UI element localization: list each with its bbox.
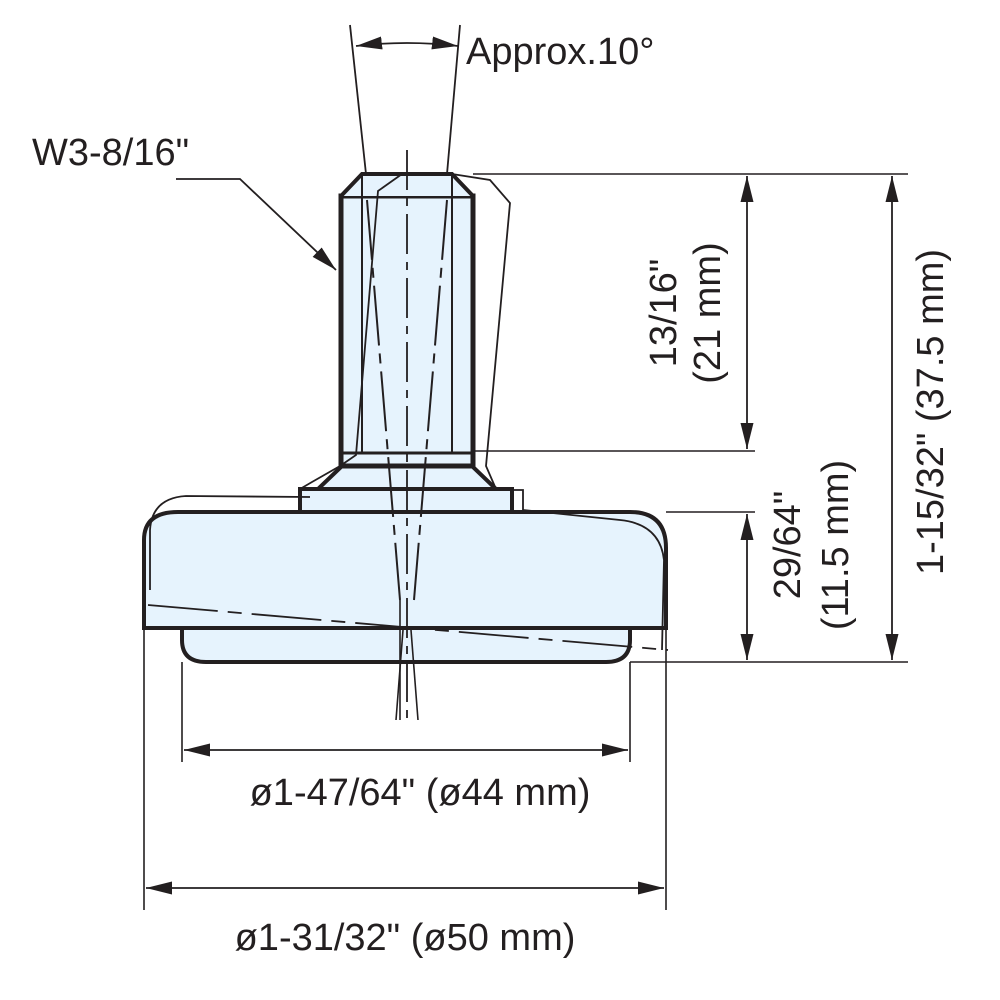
collar xyxy=(298,487,514,514)
angle-annotation xyxy=(349,24,461,175)
stem-detail-lines xyxy=(147,150,669,721)
part-body xyxy=(142,172,668,664)
base-disc xyxy=(142,510,668,630)
extension-lines xyxy=(143,173,908,910)
angle-label: Approx.10° xyxy=(466,31,654,73)
pad-diameter-label: ø1-47/64" (ø44 mm) xyxy=(250,772,591,814)
thread-leader xyxy=(176,178,337,271)
stem-height-mm-label: (21 mm) xyxy=(687,242,729,383)
total-height-label: 1-15/32" (37.5 mm) xyxy=(910,249,952,575)
dimension-lines xyxy=(146,176,899,895)
base-diameter-label: ø1-31/32" (ø50 mm) xyxy=(235,917,576,959)
base-height-mm-label: (11.5 mm) xyxy=(815,460,857,630)
base-height-inch-label: 29/64" xyxy=(767,491,809,600)
stem-height-inch-label: 13/16" xyxy=(643,259,685,368)
bottom-pad xyxy=(180,626,632,664)
thread-label: W3-8/16" xyxy=(32,132,189,174)
